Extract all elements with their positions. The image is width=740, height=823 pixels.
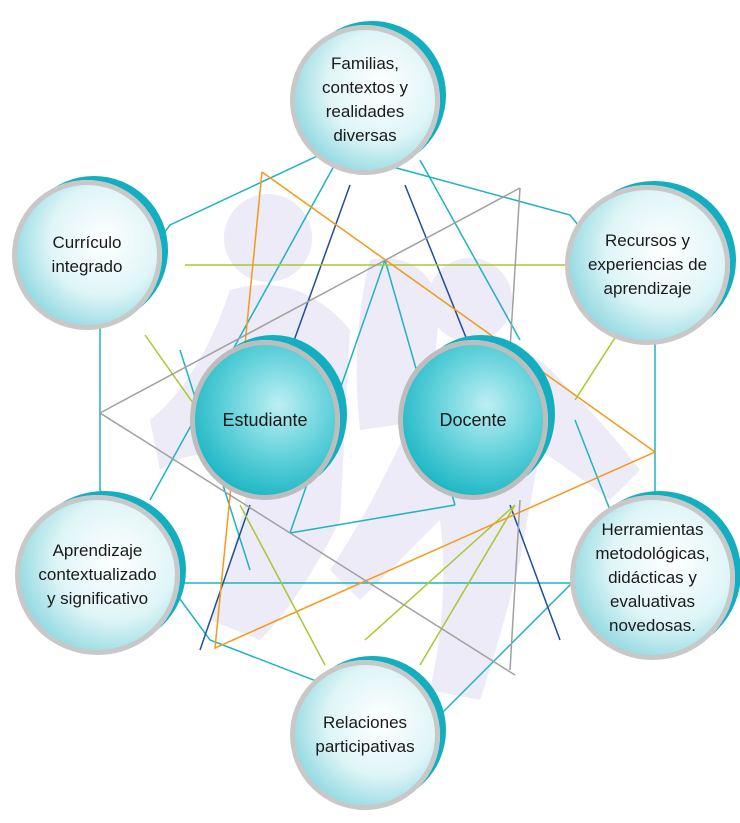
- node-relaciones: Relaciones participativas: [290, 660, 440, 810]
- node-estudiante: Estudiante: [190, 340, 340, 500]
- node-recursos: Recursos y experiencias de aprendizaje: [565, 185, 730, 345]
- node-herramientas-label: Herramientas metodológicas, didácticas y…: [595, 519, 710, 635]
- node-aprendizaje-label: Aprendizaje contextualizado y significat…: [38, 541, 157, 608]
- lime-lines: [144, 264, 621, 666]
- node-curriculo-label: Currículo integrado: [51, 233, 123, 276]
- node-herramientas: Herramientas metodológicas, didácticas y…: [570, 495, 735, 660]
- node-aprendizaje: Aprendizaje contextualizado y significat…: [15, 495, 180, 655]
- node-curriculo: Currículo integrado: [12, 180, 162, 330]
- node-relaciones-label: Relaciones participativas: [315, 713, 415, 756]
- node-familias-label: Familias, contextos y realidades diversa…: [322, 54, 408, 145]
- node-familias: Familias, contextos y realidades diversa…: [290, 25, 440, 175]
- node-docente: Docente: [398, 340, 548, 500]
- node-docente-label: Docente: [439, 410, 507, 430]
- node-estudiante-label: Estudiante: [222, 410, 308, 430]
- node-recursos-label: Recursos y experiencias de aprendizaje: [587, 231, 708, 298]
